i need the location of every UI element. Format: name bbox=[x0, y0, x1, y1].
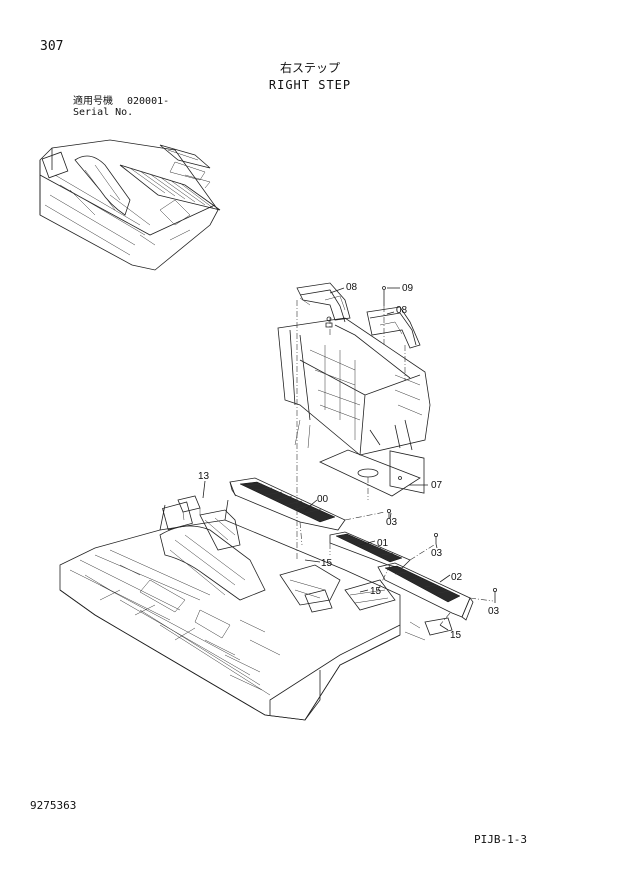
callout-13: 13 bbox=[198, 471, 210, 482]
callout-07: 07 bbox=[431, 480, 443, 491]
callout-15-a: 15 bbox=[321, 558, 333, 569]
page-number: 307 bbox=[40, 39, 64, 54]
leader-lines bbox=[202, 287, 496, 631]
main-frame bbox=[59, 499, 453, 721]
callout-03-c: 03 bbox=[488, 606, 500, 617]
serial-label-english: Serial No. bbox=[73, 107, 134, 118]
bolts-03 bbox=[386, 508, 497, 600]
callout-15-c: 15 bbox=[450, 630, 462, 641]
callout-08-lower: 08 bbox=[396, 305, 408, 316]
step-tread-01 bbox=[329, 531, 411, 569]
title-english: RIGHT STEP bbox=[268, 78, 352, 92]
drawing-number: 9275363 bbox=[30, 799, 77, 812]
callout-02: 02 bbox=[451, 572, 463, 583]
title-japanese: 右ステップ bbox=[279, 61, 340, 75]
overview-thumbnail bbox=[39, 139, 221, 271]
serial-label-japanese: 適用号機 bbox=[73, 96, 113, 107]
callout-03-a: 03 bbox=[386, 517, 398, 528]
alignment-lines bbox=[296, 300, 494, 626]
step-tread-00 bbox=[229, 477, 346, 531]
upper-step-frame bbox=[277, 317, 431, 494]
callout-03-b: 03 bbox=[431, 548, 443, 559]
callout-01: 01 bbox=[377, 538, 389, 549]
callout-08-upper: 08 bbox=[346, 282, 358, 293]
callout-00: 00 bbox=[317, 494, 329, 505]
callout-09: 09 bbox=[402, 283, 414, 294]
callout-15-b: 15 bbox=[370, 586, 382, 597]
handrail-assembly bbox=[296, 282, 421, 349]
serial-value: 020001- bbox=[127, 96, 170, 107]
step-tread-02 bbox=[377, 562, 474, 621]
page-code: PIJB-1-3 bbox=[474, 833, 527, 846]
callout-labels: 08 09 08 07 13 00 03 01 03 15 02 15 03 1… bbox=[198, 282, 500, 641]
bracket-13 bbox=[177, 495, 201, 521]
